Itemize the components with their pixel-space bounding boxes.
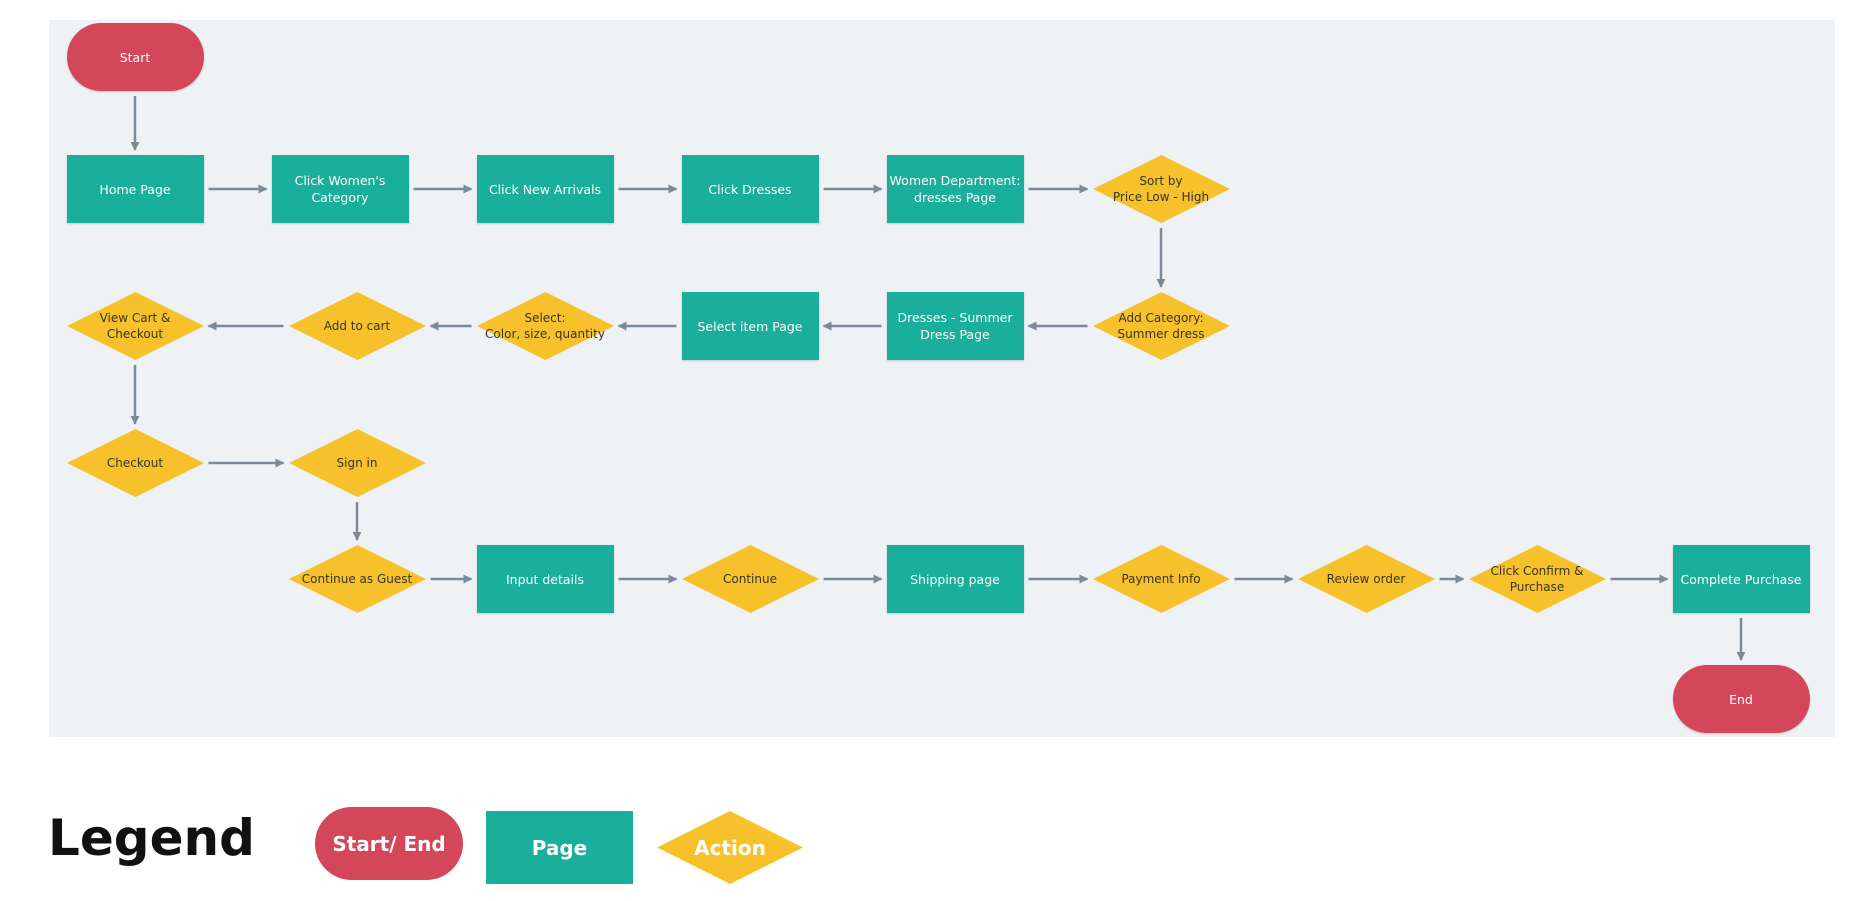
node-checkout: Checkout: [66, 429, 204, 497]
node-label: Start: [119, 49, 151, 65]
diamond-shape: [1092, 545, 1230, 613]
node-label: Sign in: [336, 456, 378, 470]
diamond-shape: [66, 429, 204, 497]
node-label: View Cart & Checkout: [99, 311, 171, 341]
node-start: Start: [66, 23, 204, 91]
diamond-shape: [288, 292, 426, 360]
node-label: Dresses - Summer Dress Page: [897, 310, 1013, 342]
legend-diamond: [657, 811, 803, 884]
node-addcart: Add to cart: [288, 292, 426, 360]
node-end: End: [1672, 665, 1810, 733]
node-label: Add to cart: [323, 319, 391, 333]
legend-page-shape: Page: [486, 811, 633, 884]
node-category: Add Category: Summer dress: [1092, 292, 1230, 360]
diamond-shape: [681, 545, 819, 613]
legend-action-shape: Action: [657, 811, 803, 884]
node-label: Women Department: dresses Page: [889, 173, 1021, 205]
node-label: Sort by Price Low - High: [1112, 174, 1210, 204]
node-complete: Complete Purchase: [1672, 545, 1810, 613]
node-label: Shipping page: [910, 571, 1000, 587]
node-summer: Dresses - Summer Dress Page: [886, 292, 1024, 360]
node-input: Input details: [476, 545, 614, 613]
diamond-shape: [1092, 155, 1230, 223]
node-confirm: Click Confirm & Purchase: [1468, 545, 1606, 613]
diamond-shape: [476, 292, 614, 360]
legend-start-end-label: Start/ End: [332, 831, 446, 856]
node-label: Input details: [506, 571, 584, 587]
node-sort: Sort by Price Low - High: [1092, 155, 1230, 223]
node-continue: Continue: [681, 545, 819, 613]
node-label: Click Dresses: [708, 181, 792, 197]
node-label: Continue as Guest: [301, 572, 413, 586]
node-home: Home Page: [66, 155, 204, 223]
node-women: Click Women's Category: [271, 155, 409, 223]
node-label: Select item Page: [697, 318, 803, 334]
diamond-shape: [1297, 545, 1435, 613]
node-shipping: Shipping page: [886, 545, 1024, 613]
legend-page-label: Page: [531, 835, 588, 860]
node-label: Continue: [723, 572, 777, 586]
node-label: Payment Info: [1121, 572, 1201, 586]
node-review: Review order: [1297, 545, 1435, 613]
node-dept: Women Department: dresses Page: [886, 155, 1024, 223]
node-label: Click Confirm & Purchase: [1490, 564, 1584, 594]
diamond-shape: [288, 429, 426, 497]
node-label: Home Page: [99, 181, 171, 197]
diamond-shape: [66, 292, 204, 360]
node-label: Click New Arrivals: [488, 181, 602, 197]
node-payment: Payment Info: [1092, 545, 1230, 613]
node-label: Checkout: [106, 456, 164, 470]
node-label: Click Women's Category: [294, 173, 386, 205]
diamond-shape: [288, 545, 426, 613]
legend-action-label: Action: [694, 835, 766, 860]
node-label: Add Category: Summer dress: [1117, 311, 1205, 341]
node-label: End: [1729, 691, 1753, 707]
node-label: Select: Color, size, quantity: [485, 311, 605, 341]
node-viewcart: View Cart & Checkout: [66, 292, 204, 360]
diamond-shape: [1468, 545, 1606, 613]
diamond-shape: [1092, 292, 1230, 360]
node-label: Complete Purchase: [1680, 571, 1802, 587]
node-signin: Sign in: [288, 429, 426, 497]
node-select: Select: Color, size, quantity: [476, 292, 614, 360]
legend-start-end-shape: Start/ End: [315, 807, 463, 880]
node-item: Select item Page: [681, 292, 819, 360]
node-label: Review order: [1326, 572, 1406, 586]
legend-title: Legend: [48, 809, 255, 867]
node-guest: Continue as Guest: [288, 545, 426, 613]
node-arrivals: Click New Arrivals: [476, 155, 614, 223]
node-dresses: Click Dresses: [681, 155, 819, 223]
diagram-canvas: [49, 20, 1835, 737]
